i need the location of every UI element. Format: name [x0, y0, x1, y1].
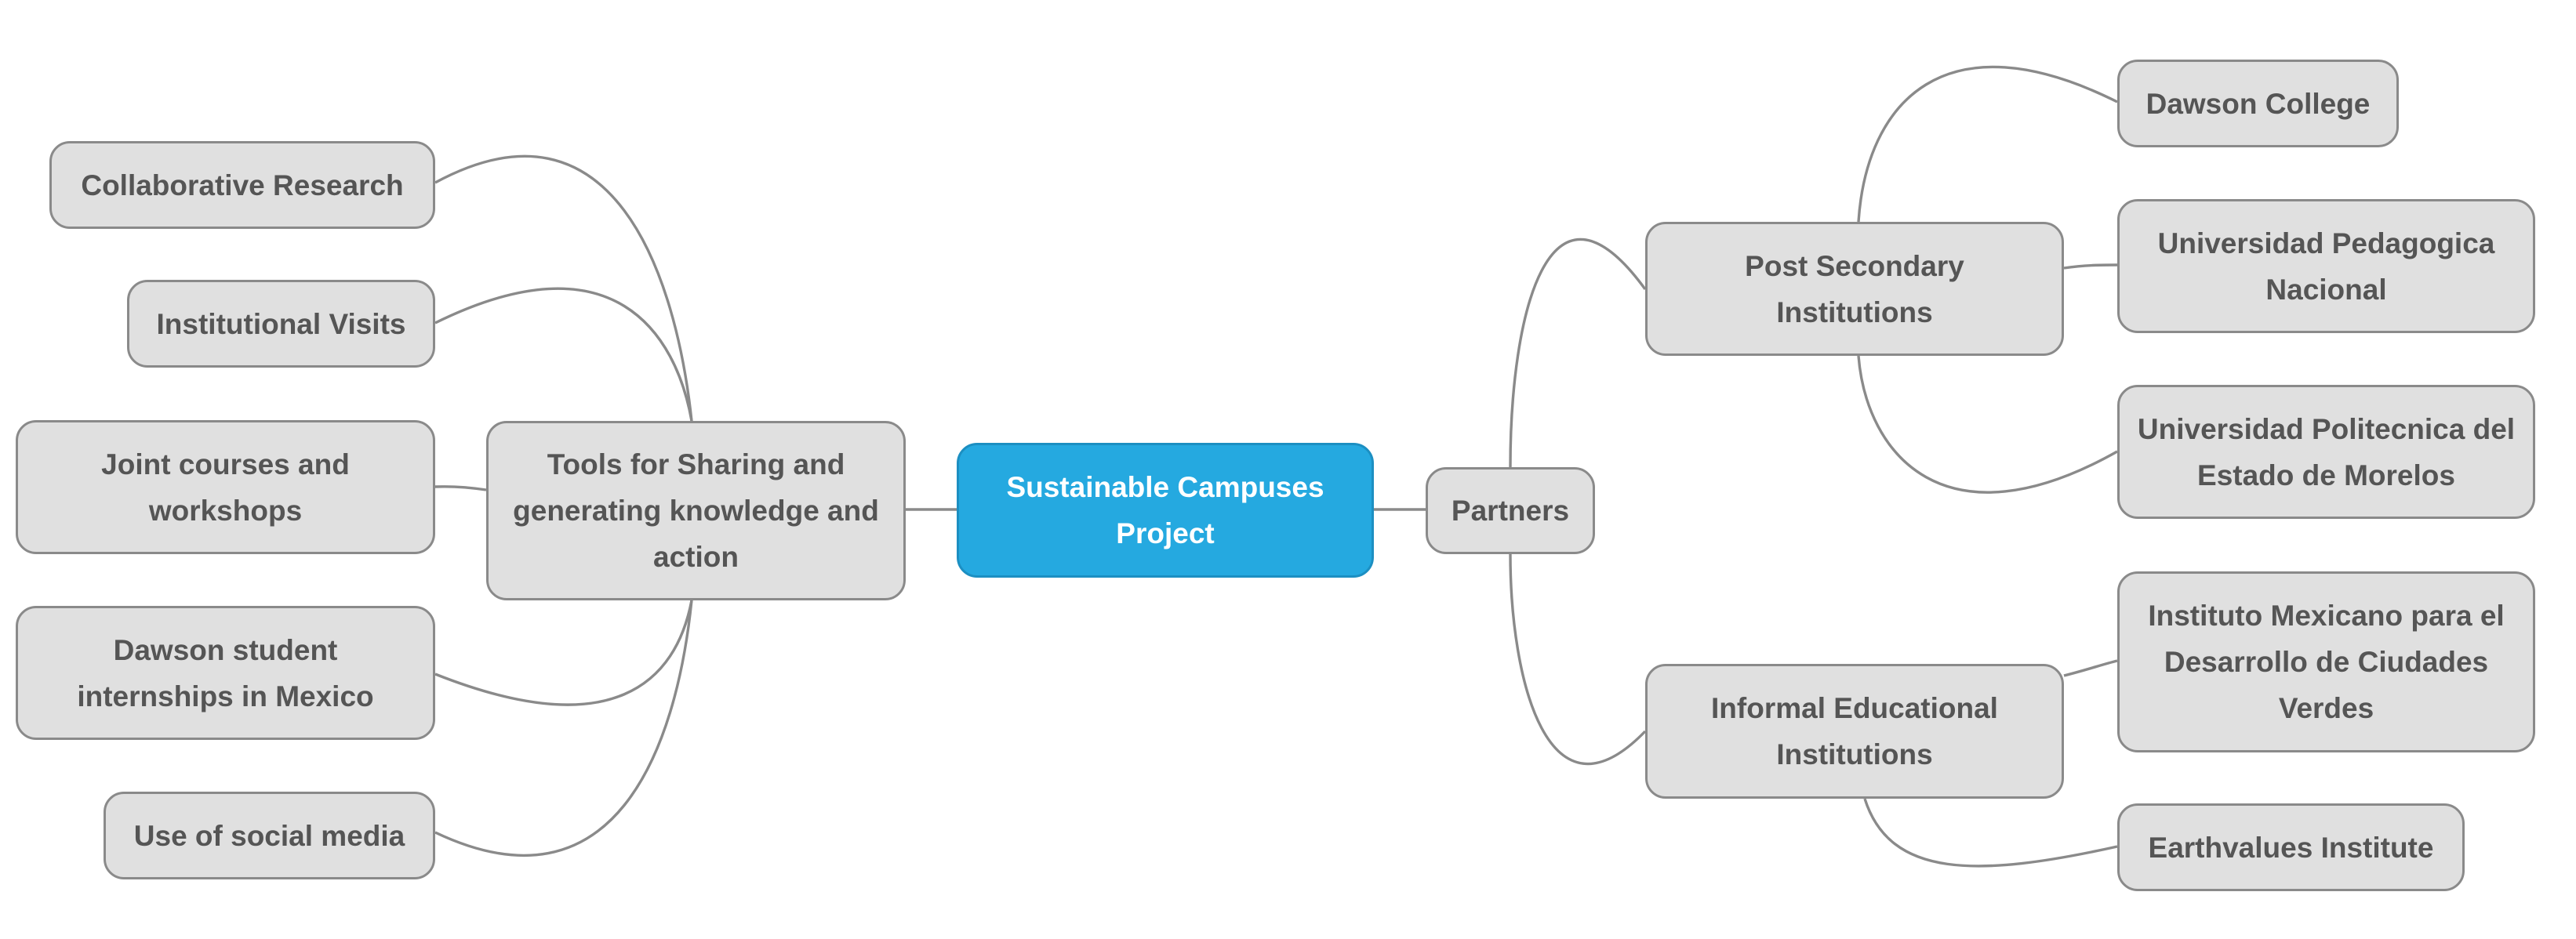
- informal-educational-node[interactable]: Informal Educational Institutions: [1645, 664, 2064, 799]
- universidad-politecnica-node[interactable]: Universidad Politecnica del Estado de Mo…: [2117, 385, 2535, 519]
- dawson-college-label: Dawson College: [2145, 87, 2371, 120]
- informal-educational-label: Informal Educational Institutions: [1711, 692, 1998, 770]
- connector-social-media: [434, 600, 693, 857]
- connector-post-secondary: [1509, 237, 1647, 468]
- connector-informal-educational: [1509, 553, 1647, 765]
- root-node[interactable]: Sustainable Campuses Project: [957, 443, 1374, 578]
- connector-dawson-college: [1857, 65, 2118, 223]
- universidad-pedagogica-node[interactable]: Universidad Pedagogica Nacional: [2117, 199, 2535, 333]
- earthvalues-label: Earthvalues Institute: [2148, 831, 2434, 864]
- connector-dawson-internships: [434, 600, 693, 706]
- universidad-pedagogica-label: Universidad Pedagogica Nacional: [2157, 227, 2495, 306]
- connector-earthvalues: [1863, 798, 2118, 868]
- instituto-mexicano-label: Instituto Mexicano para el Desarrollo de…: [2148, 600, 2505, 724]
- social-media-node[interactable]: Use of social media: [104, 792, 435, 879]
- earthvalues-node[interactable]: Earthvalues Institute: [2117, 803, 2465, 891]
- post-secondary-node[interactable]: Post Secondary Institutions: [1645, 222, 2064, 356]
- connector-joint-courses: [434, 485, 487, 491]
- root-node-label: Sustainable Campuses Project: [1006, 471, 1324, 549]
- tools-branch-node[interactable]: Tools for Sharing and generating knowled…: [486, 421, 906, 600]
- partners-label: Partners: [1451, 495, 1570, 527]
- connector-instituto-mexicano: [2063, 659, 2118, 677]
- joint-courses-label: Joint courses and workshops: [101, 448, 350, 527]
- connector-universidad-politecnica: [1857, 355, 2118, 494]
- dawson-internships-label: Dawson student internships in Mexico: [77, 633, 374, 712]
- instituto-mexicano-node[interactable]: Instituto Mexicano para el Desarrollo de…: [2117, 571, 2535, 752]
- universidad-politecnica-label: Universidad Politecnica del Estado de Mo…: [2137, 412, 2516, 491]
- post-secondary-label: Post Secondary Institutions: [1745, 249, 1964, 328]
- dawson-internships-node[interactable]: Dawson student internships in Mexico: [16, 606, 435, 740]
- partners-node[interactable]: Partners: [1426, 467, 1595, 554]
- connector-collaborative-research: [434, 154, 693, 422]
- institutional-visits-node[interactable]: Institutional Visits: [127, 280, 435, 368]
- connector-universidad-pedagogica: [2063, 263, 2118, 270]
- collaborative-research-node[interactable]: Collaborative Research: [49, 141, 435, 229]
- institutional-visits-label: Institutional Visits: [156, 307, 406, 340]
- tools-branch-label: Tools for Sharing and generating knowled…: [513, 448, 879, 573]
- collaborative-research-label: Collaborative Research: [81, 169, 404, 201]
- dawson-college-node[interactable]: Dawson College: [2117, 60, 2399, 147]
- joint-courses-node[interactable]: Joint courses and workshops: [16, 420, 435, 554]
- social-media-label: Use of social media: [133, 819, 405, 852]
- connector-institutional-visits: [434, 287, 693, 422]
